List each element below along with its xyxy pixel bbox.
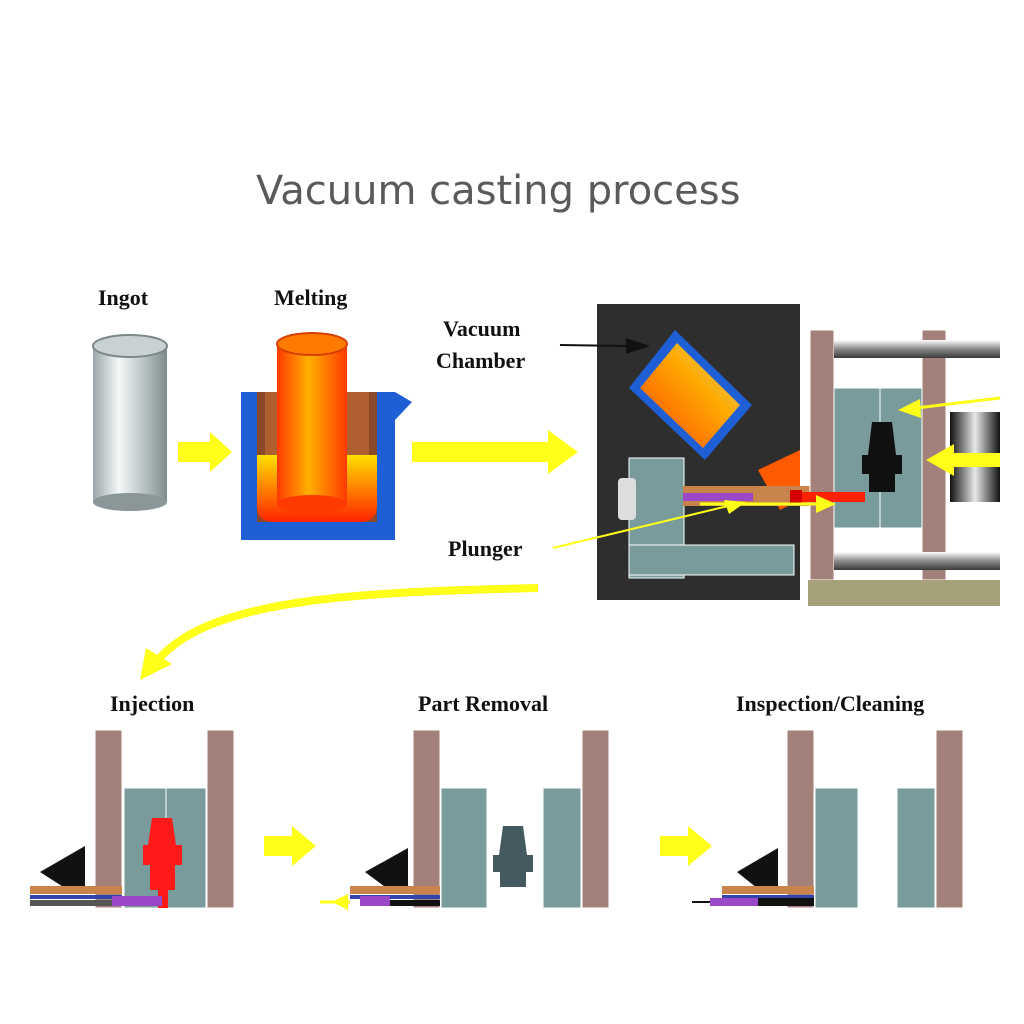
vacuum-chamber-label-line2: Chamber <box>436 348 525 373</box>
die-casting-machine <box>790 329 1000 606</box>
vacuum-chamber-label-line1: Vacuum <box>443 316 520 341</box>
plunger-label: Plunger <box>448 536 523 561</box>
clamp-arrows <box>700 396 1001 513</box>
vacuum-chamber <box>597 304 813 600</box>
injection-label: Injection <box>110 691 194 716</box>
vacuum-chamber-pointer <box>559 338 650 354</box>
arrow-ingot-to-melting <box>178 432 232 472</box>
arrow-melting-to-chamber <box>412 430 578 474</box>
arrow-injection-to-removal <box>264 826 316 866</box>
arrow-removal-to-inspection <box>660 826 712 866</box>
diagram-title: Vacuum casting process <box>256 168 740 214</box>
plunger-pointer <box>552 500 746 549</box>
part-removal-label: Part Removal <box>418 691 548 716</box>
melting-furnace <box>241 332 412 540</box>
ingot-label: Ingot <box>98 285 149 310</box>
part-removal-stage <box>320 729 610 910</box>
injection-stage <box>30 729 235 909</box>
arrow-chamber-to-injection <box>140 584 539 680</box>
inspection-cleaning-stage <box>692 729 964 909</box>
ingot-cylinder <box>92 334 168 511</box>
melting-label: Melting <box>274 285 347 310</box>
inspection-cleaning-label: Inspection/Cleaning <box>736 691 924 716</box>
